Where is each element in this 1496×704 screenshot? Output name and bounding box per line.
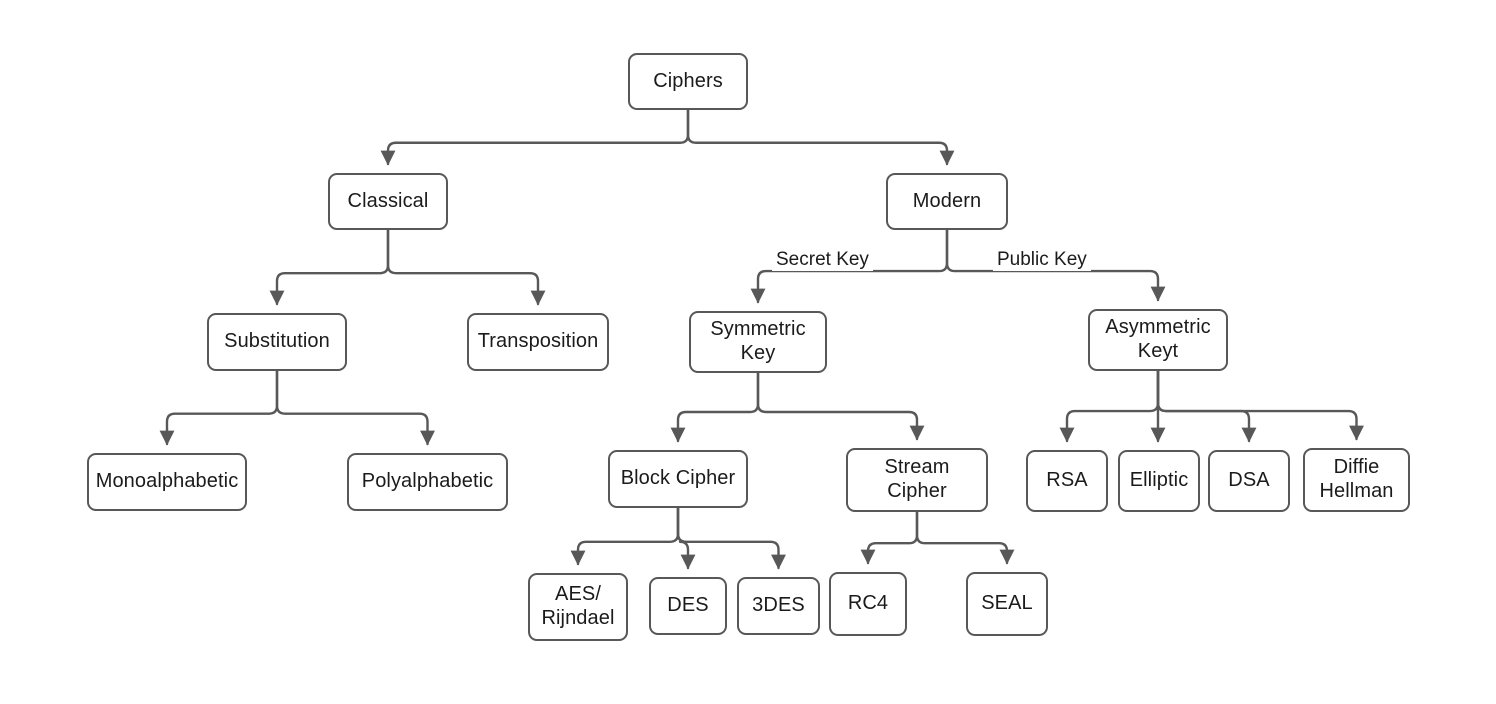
node-rc4[interactable]: RC4 (829, 572, 907, 636)
edge-stream-to-rc4 (860, 510, 919, 565)
node-dsa[interactable]: DSA (1208, 450, 1290, 512)
node-seal[interactable]: SEAL (966, 572, 1048, 636)
node-elliptic[interactable]: Elliptic (1118, 450, 1200, 512)
node-transposition[interactable]: Transposition (467, 313, 609, 371)
edge-classical-to-transposition (386, 228, 546, 306)
edge-asymmetric-to-dsa (1156, 369, 1257, 443)
node-stream[interactable]: Stream Cipher (846, 448, 988, 512)
edge-modern-to-asymmetric (945, 228, 1166, 302)
edge-substitution-to-mono (159, 369, 279, 446)
edge-asymmetric-to-rsa (1059, 369, 1160, 443)
edge-block-to-aes (570, 506, 680, 566)
edge-stream-to-seal (915, 510, 1015, 565)
edge-symmetric-to-block (670, 371, 760, 443)
edge-label-secret-key: Secret Key (772, 249, 873, 271)
node-asymmetric[interactable]: Asymmetric Keyt (1088, 309, 1228, 371)
node-substitution[interactable]: Substitution (207, 313, 347, 371)
node-aes[interactable]: AES/ Rijndael (528, 573, 628, 641)
node-diffie[interactable]: Diffie Hellman (1303, 448, 1410, 512)
edge-block-to-des3 (676, 506, 786, 570)
node-block[interactable]: Block Cipher (608, 450, 748, 508)
edge-symmetric-to-stream (756, 371, 925, 441)
node-classical[interactable]: Classical (328, 173, 448, 230)
node-symmetric[interactable]: Symmetric Key (689, 311, 827, 373)
edge-ciphers-to-modern (686, 108, 955, 166)
node-mono[interactable]: Monoalphabetic (87, 453, 247, 511)
edge-asymmetric-to-diffie (1156, 369, 1364, 441)
edge-label-public-key: Public Key (993, 249, 1091, 271)
node-ciphers[interactable]: Ciphers (628, 53, 748, 110)
node-des3[interactable]: 3DES (737, 577, 820, 635)
edge-classical-to-substitution (269, 228, 390, 306)
edge-substitution-to-poly (275, 369, 435, 446)
node-modern[interactable]: Modern (886, 173, 1008, 230)
edge-ciphers-to-classical (380, 108, 690, 166)
node-poly[interactable]: Polyalphabetic (347, 453, 508, 511)
node-rsa[interactable]: RSA (1026, 450, 1108, 512)
node-des[interactable]: DES (649, 577, 727, 635)
